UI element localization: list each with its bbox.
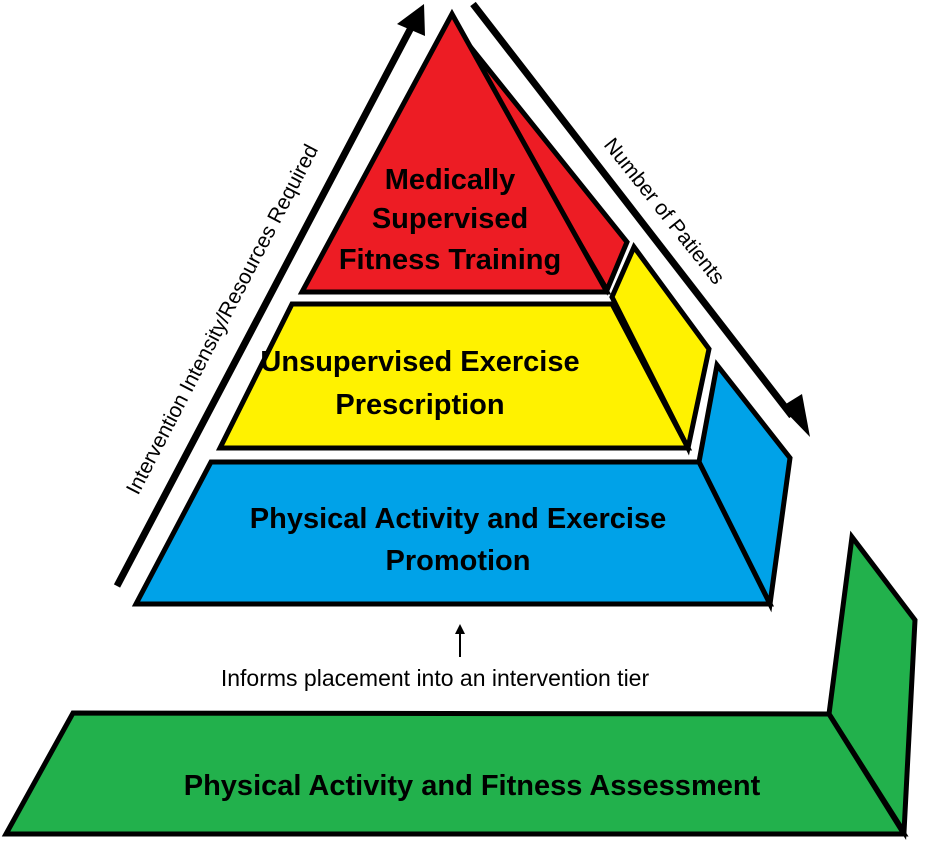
tier-bottom-label-line-1: Physical Activity and Exercise [250, 503, 666, 535]
tier-bottom-label-line-2: Promotion [386, 545, 531, 577]
foundation-front-face [1, 710, 909, 837]
tier-top-label-line-2: Supervised [372, 203, 528, 235]
foundation-block: Physical Activity and Fitness Assessment [1, 530, 918, 840]
up-arrowhead-icon [455, 624, 465, 634]
tier-middle-label-line-2: Prescription [335, 389, 504, 421]
tier-bottom-front-face [131, 459, 775, 607]
tier-middle: Unsupervised Exercise Prescription [215, 242, 712, 456]
tier-top: Medically Supervised Fitness Training [297, 8, 630, 296]
connector-label: Informs placement into an intervention t… [221, 665, 650, 691]
intensity-arrowhead-icon [397, 4, 425, 36]
connector: Informs placement into an intervention t… [221, 624, 650, 691]
tier-top-front-face [297, 8, 612, 295]
tier-middle-front-face [215, 301, 693, 451]
tier-top-label-line-3: Fitness Training [339, 244, 561, 276]
tier-middle-label-line-1: Unsupervised Exercise [260, 346, 579, 378]
tier-bottom: Physical Activity and Exercise Promotion [131, 359, 793, 613]
intensity-arrow-icon [113, 20, 418, 588]
patients-arrow-icon [470, 1, 795, 419]
tier-top-label-line-1: Medically [385, 164, 516, 196]
patients-arrowhead-icon [781, 394, 810, 437]
foundation-label: Physical Activity and Fitness Assessment [184, 770, 761, 802]
